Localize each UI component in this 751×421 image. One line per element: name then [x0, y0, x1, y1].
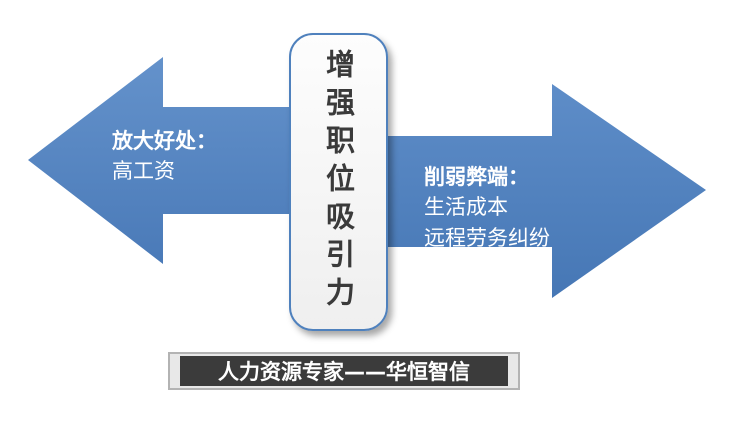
right-arrow-label: 削弱弊端： 生活成本 远程劳务纠纷 — [424, 162, 550, 253]
right-arrow-title: 削弱弊端： — [424, 165, 529, 189]
left-arrow-label: 放大好处： 高工资 — [112, 126, 217, 187]
left-arrow-line: 高工资 — [112, 159, 175, 184]
center-box-label: 增强职位吸引力 — [321, 49, 356, 315]
left-arrow-title: 放大好处： — [112, 129, 217, 153]
footer-banner: 人力资源专家——华恒智信 — [168, 352, 520, 390]
center-box: 增强职位吸引力 — [289, 33, 388, 331]
right-arrow-shape — [293, 84, 706, 298]
right-arrow-line: 生活成本 — [424, 195, 508, 220]
footer-banner-label: 人力资源专家——华恒智信 — [180, 356, 508, 386]
right-arrow-line: 远程劳务纠纷 — [424, 225, 550, 250]
